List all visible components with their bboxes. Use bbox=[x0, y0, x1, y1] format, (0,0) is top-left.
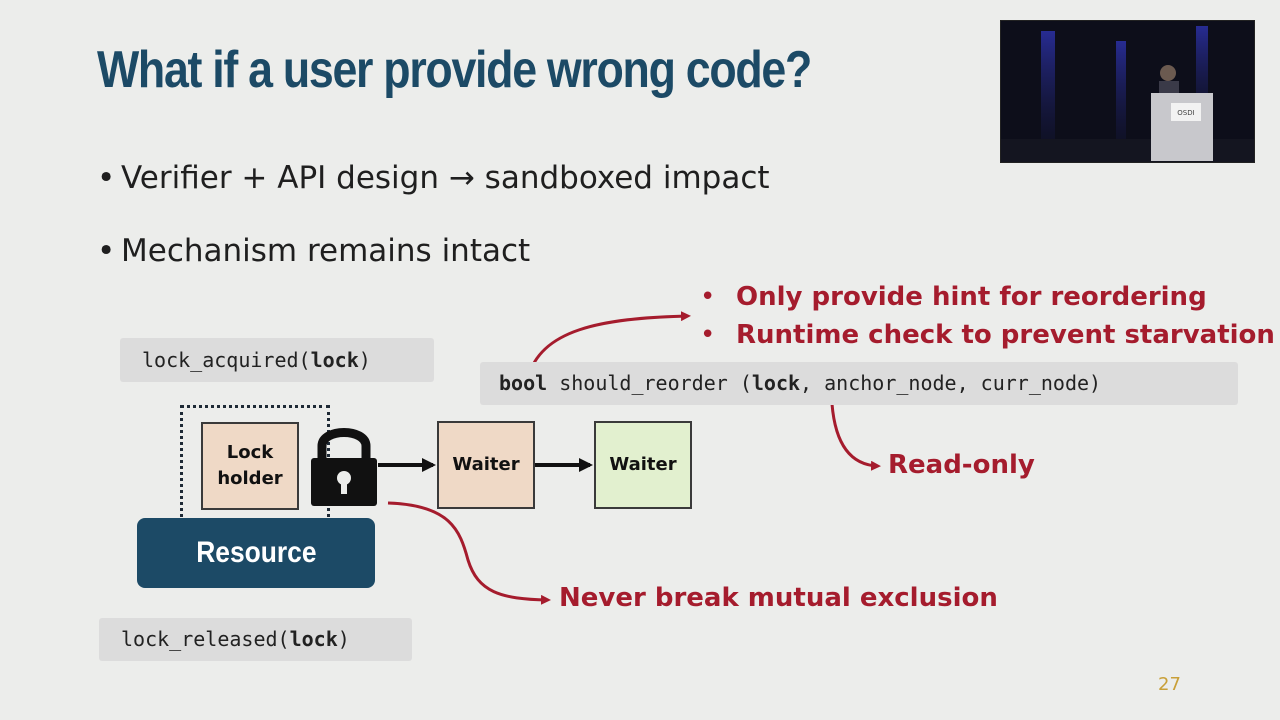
code-lock-released: lock_released(lock) bbox=[99, 618, 412, 661]
reorder-notes: •Only provide hint for reordering •Runti… bbox=[700, 278, 1275, 354]
bullet-text: Mechanism remains intact bbox=[121, 233, 531, 269]
code-lock-acquired: lock_acquired(lock) bbox=[120, 338, 434, 382]
podium-logo: OSDI bbox=[1177, 109, 1194, 117]
stage-scene: OSDI bbox=[1001, 21, 1254, 162]
mutual-exclusion-label: Never break mutual exclusion bbox=[559, 583, 998, 613]
bullet-dot: • bbox=[97, 233, 116, 269]
code-should-reorder: bool should_reorder (lock, anchor_node, … bbox=[480, 362, 1238, 405]
resource-box: Resource bbox=[137, 518, 375, 588]
bullet-text: Verifier + API design → sandboxed impact bbox=[121, 160, 770, 196]
arrow-to-read-only bbox=[830, 403, 881, 471]
note-item: •Only provide hint for reordering bbox=[700, 282, 1207, 312]
speaker-video: OSDI bbox=[1000, 20, 1255, 163]
bullet-mechanism: •Mechanism remains intact bbox=[97, 233, 530, 269]
bullet-dot: • bbox=[97, 160, 116, 196]
note-item: •Runtime check to prevent starvation bbox=[700, 320, 1275, 350]
padlock-icon bbox=[311, 428, 377, 506]
waiter-box: Waiter bbox=[594, 421, 692, 509]
arrow-to-never-break bbox=[387, 501, 551, 605]
page-number: 27 bbox=[1158, 674, 1181, 695]
read-only-label: Read-only bbox=[888, 450, 1035, 480]
waiter-box: Waiter bbox=[437, 421, 535, 509]
slide-title: What if a user provide wrong code? bbox=[97, 41, 812, 99]
bullet-verifier: •Verifier + API design → sandboxed impac… bbox=[97, 160, 770, 196]
